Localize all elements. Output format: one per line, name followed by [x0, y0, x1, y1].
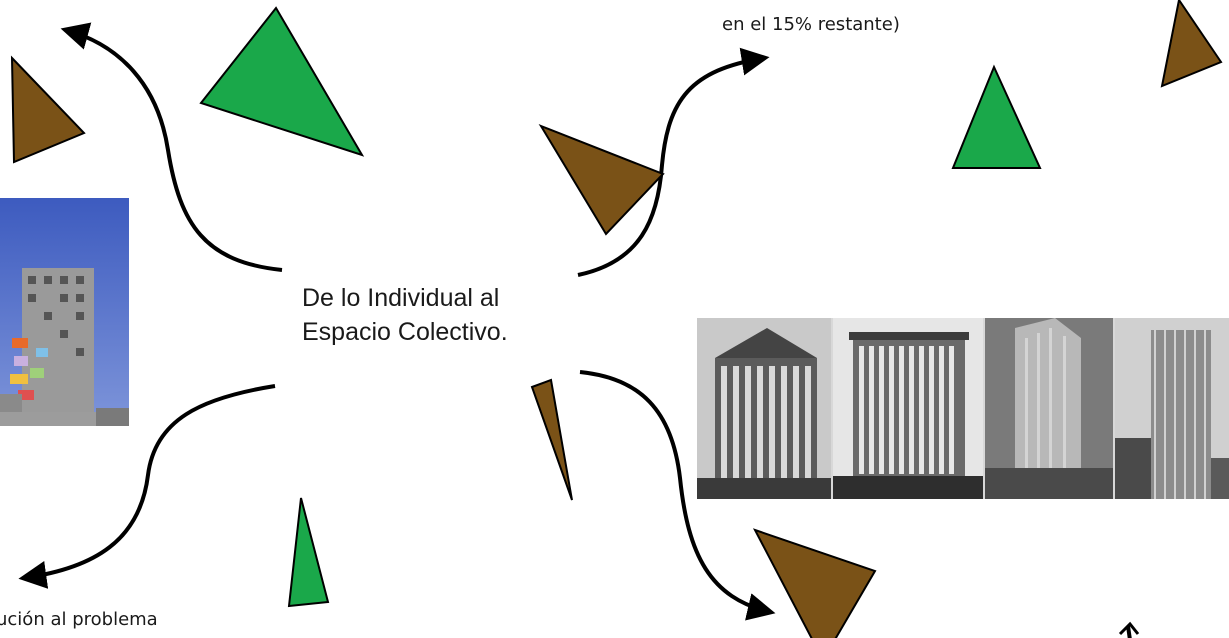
brown-triangle-bottom: [752, 528, 877, 638]
brown-triangle-mid: [538, 123, 665, 236]
skyscraper-photo-1: [697, 318, 831, 499]
brown-triangle-sliver: [530, 378, 573, 501]
top-note-text: en el 15% restante): [722, 14, 900, 35]
arrow-to-top-right: [577, 47, 770, 277]
central-topic-label: De lo Individual al Espacio Colectivo.: [302, 281, 508, 349]
central-topic-line-1: De lo Individual al: [302, 284, 500, 312]
green-triangle-large: [199, 6, 365, 157]
skyscraper-photo-4: [1115, 318, 1229, 499]
central-topic-line-2: Espacio Colectivo.: [302, 318, 508, 346]
green-triangle-right: [951, 64, 1042, 169]
arrow-to-top-left: [60, 22, 283, 272]
brown-triangle-left: [10, 55, 86, 164]
skyscrapers-photo-strip: [697, 318, 1229, 499]
green-triangle-bottom: [287, 497, 330, 608]
modern-building-photo: [0, 198, 129, 426]
arrow-to-bottom-right: [579, 370, 776, 621]
skyscraper-photo-3: [985, 318, 1113, 499]
brown-triangle-top-right: [1160, 0, 1223, 88]
bottom-note-text: ución al problema: [0, 609, 158, 630]
skyscraper-photo-2: [833, 318, 983, 499]
arrow-to-bottom-left: [18, 384, 276, 589]
